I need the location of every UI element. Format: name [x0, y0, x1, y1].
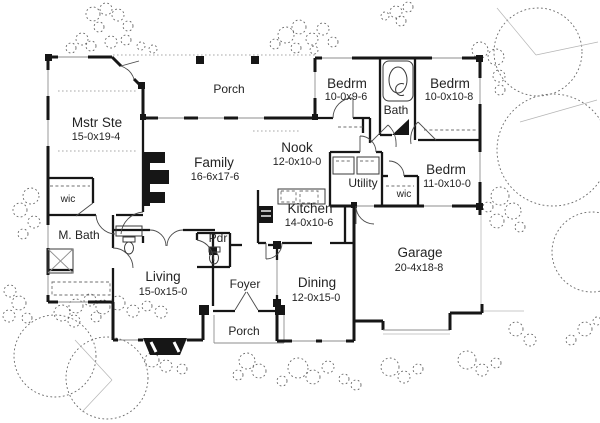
- bedrm2-closet-door: [417, 121, 437, 141]
- room-label-wic-right: wic: [396, 189, 412, 200]
- shower: [47, 248, 74, 274]
- room-dims-living: 15-0x15-0: [139, 286, 188, 298]
- dryer: [356, 156, 380, 175]
- mbath-counter: [51, 281, 111, 296]
- room-dims-dining: 12-0x15-0: [292, 292, 341, 304]
- room-label-garage: Garage: [397, 245, 442, 260]
- dashed-details: [50, 90, 478, 296]
- range: [259, 206, 273, 223]
- room-label-m-bath: M. Bath: [58, 228, 99, 242]
- washer: [332, 156, 355, 175]
- room-label-mstr-ste: Mstr Ste: [72, 115, 122, 130]
- room-dims-bedrm2: 10-0x10-8: [425, 91, 474, 103]
- room-label-wic-left: wic: [60, 194, 76, 205]
- mstr-door-arc: [120, 211, 144, 235]
- kitchen-sink: [299, 190, 319, 204]
- wic-left-door: [75, 202, 94, 217]
- porch-post: [251, 56, 259, 64]
- room-label-bath: Bath: [384, 103, 409, 117]
- room-label-foyer: Foyer: [230, 277, 261, 291]
- kitchen-sink: [280, 190, 297, 203]
- room-label-porch-top: Porch: [213, 82, 244, 96]
- room-dims-bedrm3: 11-0x10-0: [423, 178, 471, 190]
- interior-walls: [48, 58, 480, 315]
- bath-door: [392, 119, 409, 135]
- wic-right-door-arc: [388, 160, 405, 177]
- porch-post: [199, 305, 209, 315]
- room-label-bedrm1: Bedrm: [327, 76, 367, 91]
- room-label-pdr: Pdr: [209, 231, 228, 245]
- room-dims-kitchen: 14-0x10-6: [285, 217, 334, 229]
- porch-outlines: [113, 54, 524, 344]
- room-label-porch-bottom: Porch: [228, 324, 259, 338]
- room-label-nook: Nook: [281, 140, 313, 155]
- room-dims-bedrm1: 10-0x9-6: [325, 91, 368, 103]
- room-label-family: Family: [194, 155, 234, 170]
- porch-post: [275, 305, 285, 315]
- toilet: [124, 241, 134, 255]
- utility-door-arc: [359, 135, 377, 153]
- bath-sink: [395, 83, 405, 96]
- bedrm1-door-arc: [332, 97, 354, 119]
- room-label-kitchen: Kitchen: [287, 201, 332, 216]
- vanity: [115, 225, 143, 237]
- door-swings: [75, 60, 437, 311]
- toilet: [209, 251, 219, 265]
- garage-entry-door-arc: [355, 205, 375, 225]
- kitchen-counter: [277, 188, 326, 205]
- room-label-utility: Utility: [348, 176, 377, 190]
- kitchen-door-arc: [265, 242, 283, 260]
- room-label-living: Living: [145, 269, 180, 284]
- room-label-bedrm3: Bedrm: [426, 162, 466, 177]
- fixtures: [47, 60, 414, 274]
- room-dims-mstr-ste: 15-0x19-4: [72, 131, 121, 143]
- porch-post: [196, 56, 204, 64]
- room-label-dining: Dining: [298, 275, 336, 290]
- front-door-leaf: [246, 291, 259, 311]
- entry-door-arc: [120, 65, 135, 80]
- room-dims-nook: 12-0x10-0: [273, 156, 322, 168]
- room-dims-family: 16-6x17-6: [191, 171, 240, 183]
- bedrm3-door-leaf: [369, 124, 389, 144]
- room-labels: Porch Mstr Ste 15-0x19-4 Family 16-6x17-…: [58, 76, 473, 338]
- room-label-bedrm2: Bedrm: [430, 76, 470, 91]
- mbath-door-arc: [95, 214, 116, 235]
- living-door-arc: [112, 247, 134, 269]
- front-door-leaf: [234, 291, 247, 311]
- room-dims-garage: 20-4x18-8: [395, 262, 444, 274]
- fireplace: [143, 152, 169, 206]
- bay-window: [143, 338, 187, 355]
- bathtub: [382, 60, 414, 102]
